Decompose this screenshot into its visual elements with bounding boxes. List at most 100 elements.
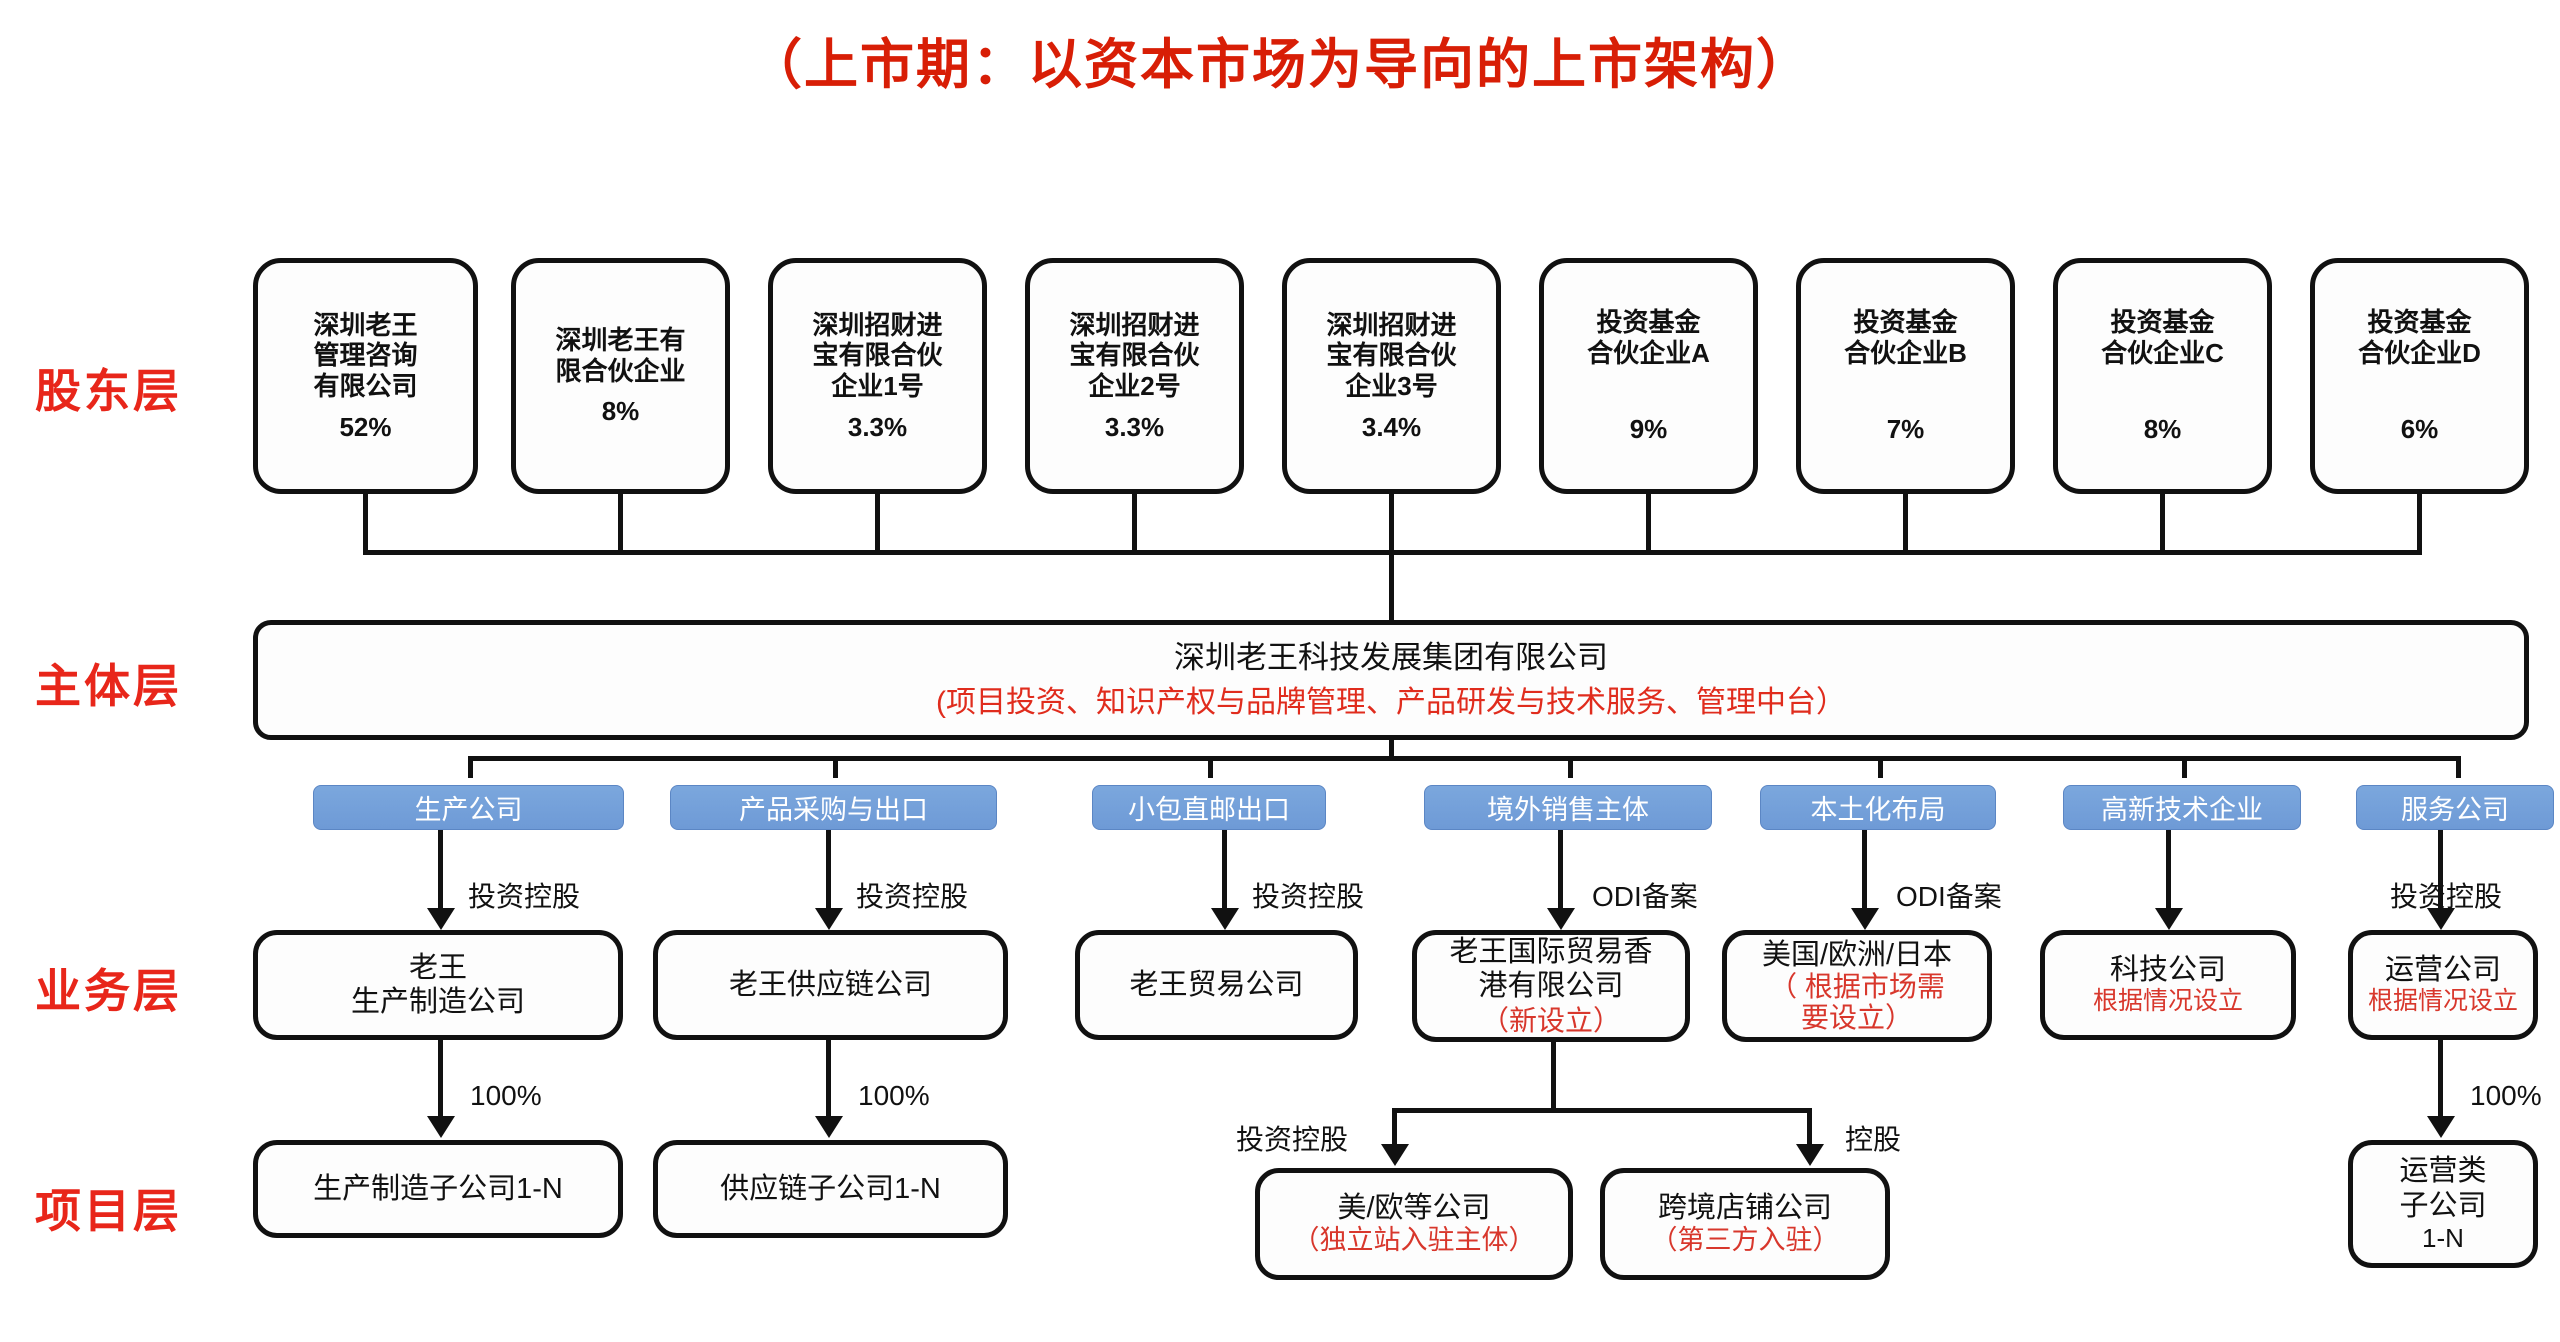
edge-label-pct-1: 100% [470, 1080, 542, 1111]
connector-hk-down [1551, 1042, 1556, 1110]
connector-tag4-stub [1568, 756, 1573, 778]
shareholder-line: 深圳老王有 [555, 324, 686, 355]
connector-sh2-stub [618, 494, 623, 552]
arrow-proj2 [815, 1116, 843, 1138]
arrow-biz3 [1211, 908, 1239, 930]
shareholder-node-6[interactable]: 投资基金 合伙企业A 9% [1539, 258, 1758, 494]
project-node-supplychain-subs[interactable]: 供应链子公司1-N [653, 1140, 1008, 1238]
business-node-supplychain[interactable]: 老王供应链公司 [653, 930, 1008, 1040]
project-line: 生产制造子公司1-N [313, 1172, 563, 1205]
tag-label: 产品采购与出口 [739, 795, 928, 825]
business-node-manufacturing[interactable]: 老王 生产制造公司 [253, 930, 623, 1040]
arrow-proj3 [1381, 1144, 1409, 1166]
tag-label: 本土化布局 [1810, 795, 1946, 825]
shareholder-line: 限合伙企业 [555, 355, 686, 386]
shareholder-node-7[interactable]: 投资基金 合伙企业B 7% [1796, 258, 2015, 494]
connector-biz6 [2166, 830, 2171, 912]
shareholder-node-8[interactable]: 投资基金 合伙企业C 8% [2053, 258, 2272, 494]
shareholder-percent: 3.3% [847, 411, 908, 442]
edge-label-invest-hold-4: 投资控股 [2390, 881, 2503, 912]
shareholder-line: 管理咨询 [313, 340, 418, 371]
connector-sh1-stub [363, 494, 368, 552]
business-line: 运营公司 [2384, 954, 2501, 987]
shareholder-percent: 52% [339, 411, 392, 442]
connector-hk-left [1392, 1108, 1397, 1148]
layer-label-shareholder: 股东层 [35, 365, 182, 417]
arrow-biz6 [2155, 908, 2183, 930]
edge-label-odi-1: ODI备案 [1592, 881, 1698, 912]
connector-sh8-stub [2160, 494, 2165, 552]
shareholder-line: 深圳老王 [313, 309, 418, 340]
business-line: 美国/欧洲/日本 [1761, 939, 1953, 972]
business-line: 老王贸易公司 [1129, 968, 1304, 1001]
project-line: 跨境店铺公司 [1657, 1191, 1832, 1224]
shareholder-node-2[interactable]: 深圳老王有 限合伙企业 8% [511, 258, 730, 494]
connector-sh3-stub [875, 494, 880, 552]
project-node-operation-subs[interactable]: 运营类 子公司 1-N [2348, 1140, 2538, 1268]
shareholder-percent: 3.3% [1104, 411, 1165, 442]
shareholder-percent: 3.4% [1361, 411, 1422, 442]
business-line: 老王供应链公司 [728, 968, 932, 1001]
project-node-manufacturing-subs[interactable]: 生产制造子公司1-N [253, 1140, 623, 1238]
project-line: 供应链子公司1-N [720, 1172, 941, 1205]
shareholder-percent: 9% [1629, 414, 1668, 445]
shareholder-node-1[interactable]: 深圳老王 管理咨询 有限公司 52% [253, 258, 478, 494]
business-node-trade[interactable]: 老王贸易公司 [1075, 930, 1358, 1040]
shareholder-line: 投资基金 [1596, 306, 1701, 337]
shareholder-node-4[interactable]: 深圳招财进 宝有限合伙 企业2号 3.3% [1025, 258, 1244, 494]
business-note: 根据情况设立 [2092, 987, 2243, 1016]
connector-sh4-stub [1132, 494, 1137, 552]
edge-label-invest-hold-5: 投资控股 [1236, 1124, 1349, 1155]
business-node-operation[interactable]: 运营公司 根据情况设立 [2348, 930, 2538, 1040]
project-node-us-eu[interactable]: 美/欧等公司 （独立站入驻主体） [1255, 1168, 1573, 1280]
project-node-crossborder-shop[interactable]: 跨境店铺公司 （第三方入驻） [1600, 1168, 1890, 1280]
category-tag-parcel[interactable]: 小包直邮出口 [1092, 785, 1326, 830]
layer-label-business: 业务层 [35, 965, 182, 1017]
connector-entity-down [1389, 740, 1394, 758]
business-line: 生产制造公司 [350, 986, 525, 1018]
shareholder-line: 宝有限合伙 [1326, 340, 1457, 371]
category-tag-production[interactable]: 生产公司 [313, 785, 624, 830]
connector-biz1 [438, 830, 443, 912]
project-note: （第三方入驻） [1650, 1225, 1840, 1256]
shareholder-node-3[interactable]: 深圳招财进 宝有限合伙 企业1号 3.3% [768, 258, 987, 494]
connector-biz7 [2438, 830, 2443, 912]
business-line: 老王国际贸易香 [1449, 936, 1653, 969]
connector-tag1-stub [468, 756, 473, 778]
edge-label-pct-2: 100% [858, 1080, 930, 1111]
category-tag-overseas[interactable]: 境外销售主体 [1424, 785, 1712, 830]
edge-label-odi-2: ODI备案 [1896, 881, 2002, 912]
shareholder-line: 深圳招财进 [1326, 309, 1457, 340]
shareholder-line: 投资基金 [2110, 306, 2215, 337]
shareholder-percent: 7% [1886, 414, 1925, 445]
connector-sh7-stub [1903, 494, 1908, 552]
shareholder-node-5[interactable]: 深圳招财进 宝有限合伙 企业3号 3.4% [1282, 258, 1501, 494]
business-node-overseas[interactable]: 美国/欧洲/日本 （ 根据市场需 要设立） [1722, 930, 1992, 1042]
category-tag-localize[interactable]: 本土化布局 [1760, 785, 1996, 830]
shareholder-line: 合伙企业A [1587, 337, 1710, 368]
layer-label-entity: 主体层 [35, 660, 182, 712]
arrow-biz7 [2427, 908, 2455, 930]
shareholder-line: 宝有限合伙 [812, 340, 943, 371]
category-tag-hightech[interactable]: 高新技术企业 [2063, 785, 2301, 830]
business-node-hongkong[interactable]: 老王国际贸易香 港有限公司 （新设立） [1412, 930, 1690, 1042]
connector-hk-split [1392, 1108, 1812, 1113]
connector-biz4 [1558, 830, 1563, 912]
shareholder-line: 合伙企业B [1844, 337, 1967, 368]
layer-label-project: 项目层 [35, 1185, 182, 1237]
shareholder-node-9[interactable]: 投资基金 合伙企业D 6% [2310, 258, 2529, 494]
tag-label: 小包直邮出口 [1128, 795, 1290, 825]
main-entity-node[interactable]: 深圳老王科技发展集团有限公司 (项目投资、知识产权与品牌管理、产品研发与技术服务… [253, 620, 2529, 740]
connector-hk-right [1807, 1108, 1812, 1148]
category-tag-procurement[interactable]: 产品采购与出口 [670, 785, 997, 830]
business-node-tech[interactable]: 科技公司 根据情况设立 [2040, 930, 2296, 1040]
connector-tag7-stub [2456, 756, 2461, 778]
connector-proj5 [2438, 1040, 2443, 1120]
category-tag-service[interactable]: 服务公司 [2356, 785, 2554, 830]
shareholder-line: 投资基金 [1853, 306, 1958, 337]
arrow-proj4 [1796, 1144, 1824, 1166]
connector-tag5-stub [1878, 756, 1883, 778]
connector-tag6-stub [2182, 756, 2187, 778]
arrow-proj5 [2427, 1116, 2455, 1138]
connector-bus-to-entity [1389, 550, 1394, 622]
